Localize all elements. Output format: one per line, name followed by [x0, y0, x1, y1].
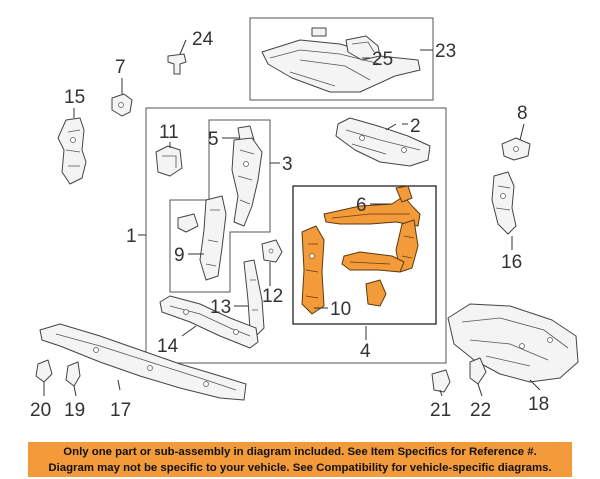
callout-2: 2 [410, 116, 421, 137]
callout-5: 5 [208, 129, 219, 150]
callout-3: 3 [282, 154, 293, 175]
callout-14: 14 [157, 336, 179, 357]
callout-17: 17 [110, 400, 131, 421]
leader-lines [43, 39, 541, 397]
callout-11: 11 [159, 122, 179, 143]
clip-part-19 [65, 361, 81, 387]
under-cover-part-18 [447, 303, 579, 383]
callout-4: 4 [360, 341, 371, 362]
vertical-support-part-9 [177, 195, 227, 281]
lower-tie-bar-part-14 [159, 295, 259, 349]
cowl-panel-part-23 [261, 27, 421, 93]
callout-16: 16 [501, 252, 522, 273]
lower-deflector-part-17 [39, 323, 247, 401]
bracket-part-7 [111, 93, 133, 117]
callout-22: 22 [470, 400, 491, 421]
callout-6: 6 [356, 195, 367, 216]
center-post-part-13 [243, 259, 265, 337]
cowl-seal-part-25 [345, 35, 381, 61]
callout-9: 9 [174, 245, 185, 266]
bracket-part-12 [261, 239, 283, 263]
group-box-4 [292, 185, 437, 325]
callout-19: 19 [64, 400, 85, 421]
clip-part-21 [431, 369, 451, 393]
notice-line-2: Diagram may not be specific to your vehi… [48, 461, 552, 474]
bracket-part-11 [155, 145, 183, 177]
callout-10: 10 [330, 299, 351, 320]
side-bracket-part-15 [57, 117, 87, 185]
parts-diagram: 1 2 3 4 5 6 7 8 9 10 11 12 13 14 15 16 1… [30, 17, 579, 421]
group-box-3 [169, 119, 271, 293]
side-bracket-part-16 [491, 171, 517, 235]
notice-line-1: Only one part or sub-assembly in diagram… [63, 446, 537, 458]
clip-part-22 [469, 357, 487, 385]
bracket-part-8 [501, 137, 531, 161]
notice-banner: Only one part or sub-assembly in diagram… [28, 442, 572, 477]
callout-13: 13 [210, 297, 231, 318]
side-support-part-3 [231, 137, 263, 227]
callout-25: 25 [372, 49, 393, 70]
callout-23: 23 [435, 41, 456, 62]
callout-18: 18 [528, 394, 549, 415]
callout-1: 1 [126, 226, 137, 247]
group-box-23 [249, 17, 434, 101]
callout-24: 24 [192, 29, 214, 50]
clip-part-24 [167, 53, 187, 75]
callout-20: 20 [30, 400, 51, 421]
radiator-support-part-4 [301, 185, 421, 315]
callout-8: 8 [517, 103, 528, 124]
callout-15: 15 [64, 87, 85, 108]
callout-21: 21 [430, 400, 451, 421]
callout-12: 12 [262, 286, 283, 307]
clip-part-20 [35, 359, 53, 383]
callout-7: 7 [115, 57, 126, 78]
upper-tie-bar-part-2 [335, 117, 431, 167]
